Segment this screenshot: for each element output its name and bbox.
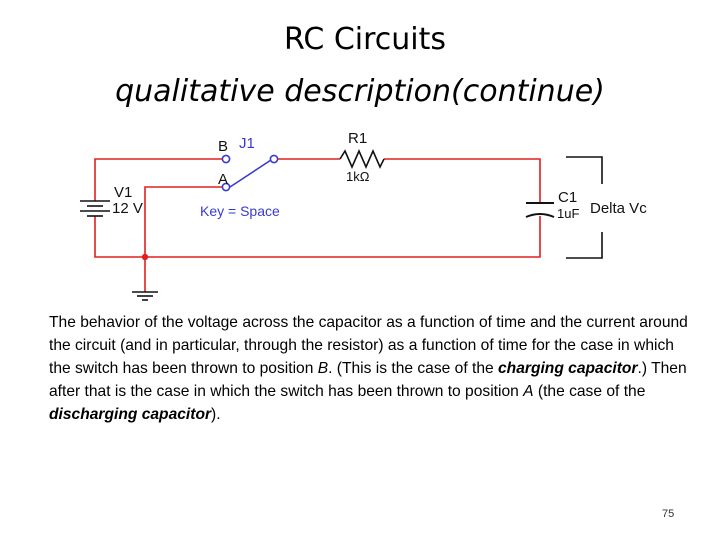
body-paragraph: The behavior of the voltage across the c… xyxy=(49,314,688,423)
rc-circuit-diagram: B J1 A Key = Space V1 12 V R1 1kΩ C1 1uF… xyxy=(80,130,647,301)
charging-capacitor-term: charging capacitor xyxy=(498,360,638,377)
position-b-ref: B xyxy=(317,360,329,377)
resistor-value-label: 1kΩ xyxy=(346,169,370,184)
switch-contact-a xyxy=(221,182,231,192)
switch-pos-b-label: B xyxy=(218,138,228,155)
capacitor-value-label: 1uF xyxy=(557,206,579,221)
junction-node xyxy=(141,253,149,261)
battery-symbol xyxy=(80,200,110,217)
capacitor-name-label: C1 xyxy=(558,189,577,206)
capacitor-symbol xyxy=(525,202,555,218)
page-number: 75 xyxy=(662,508,675,520)
battery-name-label: V1 xyxy=(114,184,132,201)
battery-value-label: 12 V xyxy=(112,200,143,217)
resistor-symbol xyxy=(339,149,385,169)
slide-subtitle: qualitative description(continue) xyxy=(115,74,605,109)
wire-resistor-capacitor xyxy=(384,158,541,202)
probe-label: Delta Vc xyxy=(590,200,647,217)
resistor-name-label: R1 xyxy=(348,130,367,147)
switch-key-label: Key = Space xyxy=(200,203,280,219)
position-a-ref: A xyxy=(523,383,534,400)
probe-brackets xyxy=(566,156,603,259)
wire-capacitor-bottom xyxy=(94,216,541,258)
switch-contact-b xyxy=(221,154,231,164)
wire-node-a xyxy=(144,186,226,257)
circuit-wires xyxy=(94,158,541,292)
discharging-capacitor-term: discharging capacitor xyxy=(49,406,212,423)
slide-title: RC Circuits xyxy=(283,22,447,57)
switch-name-label: J1 xyxy=(239,135,255,152)
switch-j1 xyxy=(221,154,279,192)
ground-symbol xyxy=(132,291,158,301)
switch-pos-a-label: A xyxy=(218,171,228,188)
switch-pivot xyxy=(269,154,279,164)
wire-top-left xyxy=(94,158,226,201)
